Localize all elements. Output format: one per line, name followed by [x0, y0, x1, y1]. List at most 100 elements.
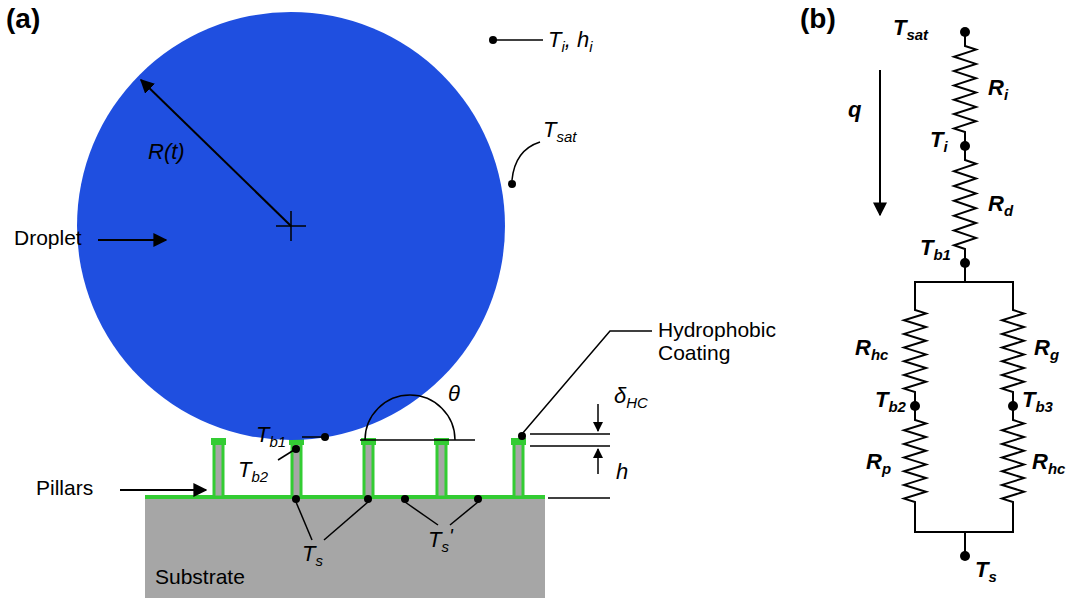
leader-arrow	[98, 239, 166, 241]
label: '	[449, 525, 453, 547]
label: (b)	[800, 3, 836, 34]
droplet	[77, 12, 505, 440]
label-group: Tsat	[893, 16, 928, 40]
label-group: Tsat	[543, 118, 576, 142]
label: R	[988, 75, 1004, 100]
subscript: b2	[888, 398, 905, 415]
label-group: Ri	[988, 76, 1008, 100]
label: h	[577, 27, 589, 52]
label-group: Hydrophobic Coating	[658, 318, 823, 364]
dot	[489, 36, 497, 44]
subscript: hc	[1048, 460, 1065, 477]
label: R	[866, 449, 882, 474]
label-group: Rd	[988, 192, 1013, 216]
label: ,	[565, 27, 571, 52]
leader-line	[522, 331, 652, 434]
radius-arrow	[141, 80, 291, 226]
label-group: Substrate	[155, 565, 245, 588]
subscript: HC	[626, 394, 648, 411]
label-group: R(t)	[148, 140, 185, 164]
label-group: Tb2	[238, 458, 268, 482]
leader-line	[512, 142, 540, 180]
label-group: Droplet	[14, 226, 82, 249]
label: T	[930, 127, 943, 152]
resistor-symbol	[954, 146, 976, 263]
label: T	[238, 457, 251, 482]
label-group: Ti	[930, 128, 948, 152]
dot	[508, 180, 516, 188]
label-group: Tb2	[875, 388, 906, 412]
label: Hydrophobic Coating	[658, 318, 776, 364]
subscript: i	[561, 38, 564, 55]
subscript: b1	[933, 246, 950, 263]
subscript: b1	[269, 433, 286, 450]
resistors	[904, 32, 1024, 516]
label: Pillars	[36, 476, 93, 499]
label: T	[975, 557, 988, 582]
label: δ	[614, 383, 626, 408]
label: R	[1034, 335, 1050, 360]
label-group: h	[616, 460, 628, 484]
subscript: b3	[1035, 398, 1052, 415]
label: T	[875, 387, 888, 412]
network-dots	[910, 27, 1018, 561]
label: R	[988, 191, 1004, 216]
subscript: g	[1050, 346, 1059, 363]
dot	[321, 433, 329, 441]
angle-line	[360, 439, 475, 441]
resistor-symbol	[1002, 296, 1024, 406]
pillars	[214, 441, 523, 497]
subscript: i	[589, 38, 592, 55]
label: R(t)	[148, 139, 185, 164]
label-group: θ	[448, 382, 460, 406]
label: Droplet	[14, 226, 82, 249]
resistor-symbol	[904, 406, 926, 516]
coating-line	[145, 495, 545, 499]
label-group: Pillars	[36, 476, 93, 499]
subscript: s	[988, 568, 996, 585]
label-group: Ts	[302, 542, 323, 566]
label-group: Rp	[866, 450, 891, 474]
substrate	[145, 498, 545, 598]
angle-arc	[365, 395, 455, 440]
leader-arrow	[120, 489, 206, 491]
label-group: Ts'	[428, 528, 453, 552]
subscript: i	[1004, 86, 1008, 103]
subscript: s	[315, 552, 322, 569]
leader-line	[278, 450, 294, 460]
label: R	[1032, 449, 1048, 474]
label: q	[848, 97, 861, 122]
subscript: s	[441, 538, 448, 555]
leader-line	[493, 39, 543, 41]
network-wires	[915, 263, 1013, 553]
label: T	[543, 117, 556, 142]
label-group: Tb1	[256, 423, 286, 447]
label: T	[1022, 387, 1035, 412]
resistor-symbol	[954, 32, 976, 146]
label-group: δHC	[614, 384, 648, 408]
label: T	[428, 527, 441, 552]
dots	[292, 495, 482, 503]
label: R	[855, 335, 871, 360]
label: T	[302, 541, 315, 566]
label: θ	[448, 381, 460, 406]
label: T	[548, 27, 561, 52]
label: h	[616, 459, 628, 484]
label-group: Rhc	[1032, 450, 1065, 474]
resistor-symbol	[1002, 406, 1024, 516]
dimension-lines	[530, 404, 610, 498]
label-group: (b)	[800, 4, 836, 35]
subscript: hc	[871, 346, 888, 363]
label-group: Ti,hi	[548, 28, 592, 52]
heat-arrow	[879, 70, 881, 215]
subscript: i	[943, 138, 947, 155]
subscript: p	[882, 460, 891, 477]
subscript: sat	[556, 128, 576, 145]
subscript: sat	[906, 26, 928, 43]
leader-line	[302, 436, 322, 438]
label: Substrate	[155, 565, 245, 588]
label-group: Ts	[975, 558, 997, 582]
label: (a)	[6, 3, 40, 34]
label: T	[893, 15, 906, 40]
